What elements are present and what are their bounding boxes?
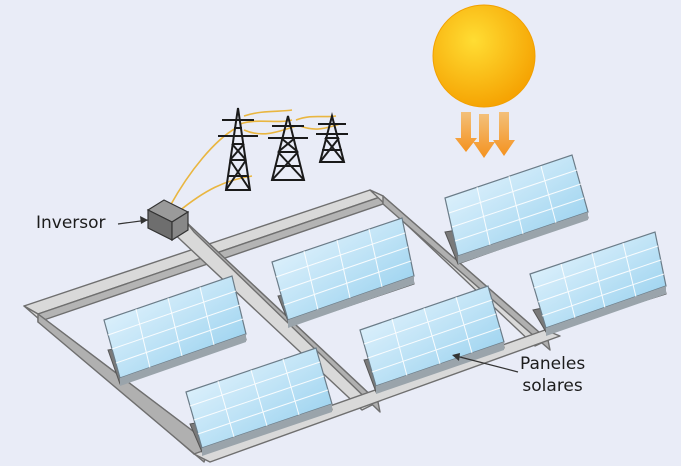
power-cables — [169, 109, 341, 213]
sun-rays — [455, 112, 515, 158]
inverter-pointer-arrow — [140, 216, 148, 224]
inverter-box-icon — [146, 199, 190, 242]
solar-panels-label: Paneles solares — [520, 353, 585, 397]
sun-icon — [432, 4, 536, 108]
solar-panels — [103, 154, 667, 456]
power-tower-icon — [268, 115, 308, 181]
mounting-frame — [23, 189, 561, 463]
solar-panel-icon — [529, 231, 667, 336]
panels-pointer-line — [455, 355, 519, 373]
solar-panel-icon — [185, 347, 333, 456]
solar-panel-icon — [359, 285, 505, 394]
solar-panel-icon — [103, 275, 247, 386]
inverter-label: Inversor — [36, 213, 106, 233]
panels-pointer-arrow — [452, 353, 460, 361]
power-tower-icon — [218, 107, 258, 191]
solar-panel-icon — [444, 154, 589, 265]
solar-panel-icon — [271, 217, 415, 328]
power-tower-icon — [316, 112, 348, 163]
solar-panels-label-line1: Paneles — [520, 354, 586, 374]
solar-panels-label-line2: solares — [522, 376, 583, 396]
